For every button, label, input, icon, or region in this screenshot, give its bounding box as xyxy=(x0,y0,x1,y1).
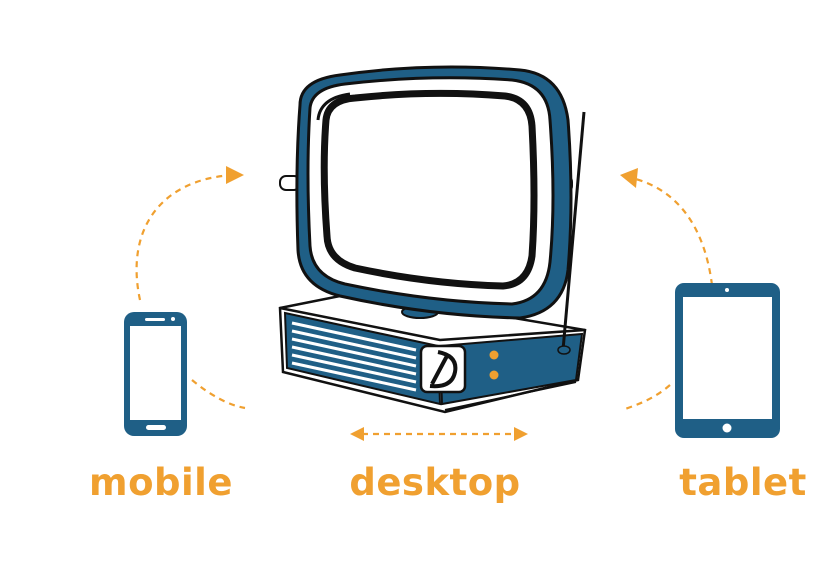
arrow-tablet-to-desktop-tail xyxy=(621,384,671,412)
arrow-mobile-to-desktop xyxy=(135,166,244,301)
tablet-icon xyxy=(675,283,780,438)
label-mobile: mobile xyxy=(89,461,233,504)
arrow-mobile-to-desktop-tail xyxy=(191,379,246,410)
label-desktop: desktop xyxy=(349,461,521,504)
label-tablet: tablet xyxy=(679,461,807,504)
arrow-tablet-to-desktop xyxy=(620,168,714,286)
arrow-desktop-bidirectional xyxy=(350,427,528,441)
smartphone-icon xyxy=(124,312,187,436)
tv-icon xyxy=(278,65,587,414)
